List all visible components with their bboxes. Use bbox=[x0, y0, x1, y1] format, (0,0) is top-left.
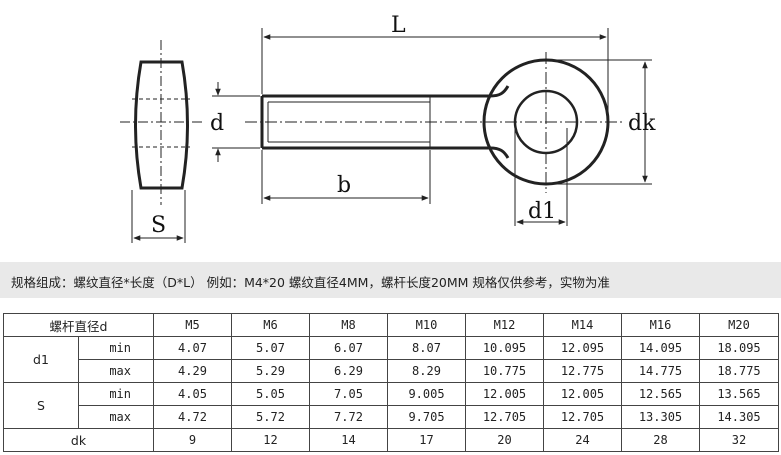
size-header: M6 bbox=[231, 313, 310, 337]
table-cell: 8.29 bbox=[387, 359, 466, 383]
side-view bbox=[120, 40, 202, 243]
table-cell: 12.095 bbox=[543, 336, 622, 360]
table-cell: 5.29 bbox=[231, 359, 310, 383]
row-label-min: min bbox=[78, 336, 154, 360]
corner-label: 螺杆直径d bbox=[3, 313, 154, 337]
front-view bbox=[212, 28, 652, 226]
size-header: M8 bbox=[309, 313, 388, 337]
table-cell: 5.07 bbox=[231, 336, 310, 360]
size-header: M16 bbox=[621, 313, 700, 337]
table-cell: 20 bbox=[465, 428, 544, 452]
row-label-max: max bbox=[78, 359, 154, 383]
table-header-row: 螺杆直径d M5 M6 M8 M10 M12 M14 M16 M20 bbox=[3, 313, 779, 337]
dim-label-d: d bbox=[210, 111, 224, 136]
table-row-s-max: max 4.72 5.72 7.72 9.705 12.705 12.705 1… bbox=[4, 405, 779, 429]
table-cell: 7.05 bbox=[309, 382, 388, 406]
size-header: M12 bbox=[465, 313, 544, 337]
table-cell: 4.05 bbox=[153, 382, 232, 406]
table-cell: 12.005 bbox=[465, 382, 544, 406]
table-cell: 5.05 bbox=[231, 382, 310, 406]
table-cell: 14.305 bbox=[699, 405, 779, 429]
table-cell: 4.72 bbox=[153, 405, 232, 429]
dim-label-d1: d1 bbox=[528, 199, 556, 224]
table-cell: 12.565 bbox=[621, 382, 700, 406]
table-cell: 12.705 bbox=[543, 405, 622, 429]
table-cell: 13.305 bbox=[621, 405, 700, 429]
table-cell: 17 bbox=[387, 428, 466, 452]
table-cell: 18.095 bbox=[699, 336, 779, 360]
table-cell: 4.29 bbox=[153, 359, 232, 383]
eye-bolt-drawing: S L b bbox=[120, 13, 656, 243]
table-cell: 18.775 bbox=[699, 359, 779, 383]
table-cell: 8.07 bbox=[387, 336, 466, 360]
table-cell: 12 bbox=[231, 428, 310, 452]
table-cell: 4.07 bbox=[153, 336, 232, 360]
table-row-d1-min: d1 min 4.07 5.07 6.07 8.07 10.095 12.095… bbox=[3, 336, 779, 383]
spec-note: 规格组成：螺纹直径*长度（D*L） 例如：M4*20 螺纹直径4MM，螺杆长度2… bbox=[11, 275, 610, 290]
row-label-max: max bbox=[78, 405, 154, 429]
table-cell: 28 bbox=[621, 428, 700, 452]
row-group-d1: d1 bbox=[3, 336, 79, 383]
table-row-dk: dk 9 12 14 17 20 24 28 32 bbox=[3, 428, 779, 452]
size-header: M20 bbox=[699, 313, 779, 337]
dim-label-dk: dk bbox=[628, 111, 656, 136]
table-cell: 12.005 bbox=[543, 382, 622, 406]
size-header: M14 bbox=[543, 313, 622, 337]
table-cell: 32 bbox=[699, 428, 779, 452]
table-cell: 14.775 bbox=[621, 359, 700, 383]
table-cell: 12.775 bbox=[543, 359, 622, 383]
table-cell: 13.565 bbox=[699, 382, 779, 406]
table-cell: 12.705 bbox=[465, 405, 544, 429]
table-row-s-min: S min 4.05 5.05 7.05 9.005 12.005 12.005… bbox=[3, 382, 779, 429]
table-cell: 14 bbox=[309, 428, 388, 452]
table-cell: 9.705 bbox=[387, 405, 466, 429]
table-cell: 9 bbox=[153, 428, 232, 452]
table-cell: 24 bbox=[543, 428, 622, 452]
table-cell: 6.07 bbox=[309, 336, 388, 360]
size-header: M5 bbox=[153, 313, 232, 337]
table-cell: 14.095 bbox=[621, 336, 700, 360]
size-header: M10 bbox=[387, 313, 466, 337]
note-band bbox=[0, 262, 781, 298]
dim-label-b: b bbox=[337, 173, 351, 198]
table-cell: 10.775 bbox=[465, 359, 544, 383]
table-cell: 5.72 bbox=[231, 405, 310, 429]
table-cell: 9.005 bbox=[387, 382, 466, 406]
dim-label-s: S bbox=[151, 213, 166, 238]
table-cell: 10.095 bbox=[465, 336, 544, 360]
spec-table: 螺杆直径d M5 M6 M8 M10 M12 M14 M16 M20 d1 mi… bbox=[3, 313, 779, 452]
row-group-dk: dk bbox=[3, 428, 154, 452]
table-row-d1-max: max 4.29 5.29 6.29 8.29 10.775 12.775 14… bbox=[4, 359, 779, 383]
row-group-s: S bbox=[3, 382, 79, 429]
table-cell: 6.29 bbox=[309, 359, 388, 383]
row-label-min: min bbox=[78, 382, 154, 406]
dim-label-l: L bbox=[391, 13, 406, 38]
table-cell: 7.72 bbox=[309, 405, 388, 429]
